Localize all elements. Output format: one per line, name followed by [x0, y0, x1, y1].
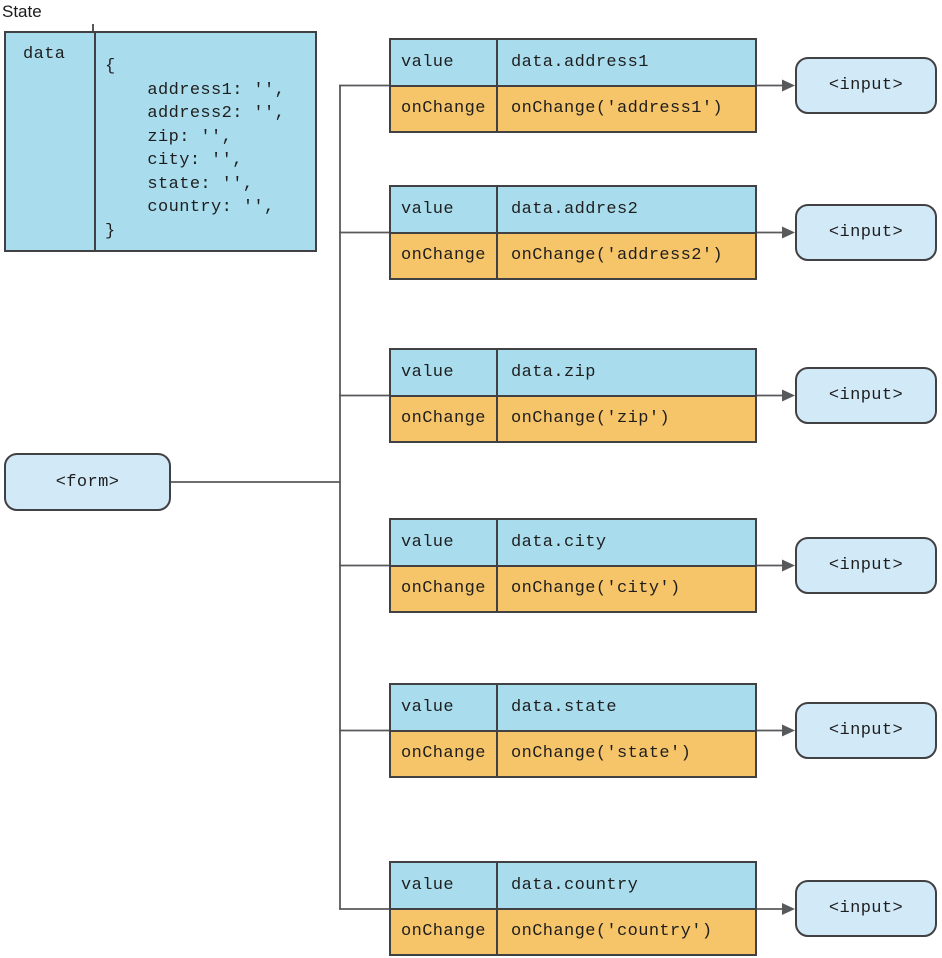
input-node: <input>	[795, 204, 937, 261]
prop-key-cell: value	[391, 520, 498, 565]
prop-value-cell: data.zip	[511, 362, 596, 382]
state-code-line: {	[105, 57, 116, 76]
prop-value-cell: onChange('city')	[511, 579, 681, 599]
prop-value-cell: onChange('zip')	[511, 409, 671, 429]
prop-row-value: value data.zip	[391, 350, 755, 397]
prop-row-value: value data.country	[391, 863, 755, 910]
prop-value-cell: data.country	[511, 875, 639, 895]
diagram-title: State	[2, 2, 42, 21]
prop-row-onchange: onChange onChange('zip')	[391, 396, 755, 441]
prop-key-cell: onChange	[391, 233, 498, 278]
state-code-line: address1: '',	[105, 80, 286, 100]
state-code-line: state: '',	[105, 174, 254, 194]
prop-table: value data.addres2 onChange onChange('ad…	[389, 185, 757, 280]
state-box: data { address1: '', address2: '', zip: …	[4, 31, 317, 252]
prop-key-cell: value	[391, 187, 498, 232]
arrow-icon	[782, 226, 795, 239]
state-box-divider-tick	[92, 24, 94, 32]
input-node: <input>	[795, 537, 937, 594]
prop-value-cell: onChange('country')	[511, 922, 713, 942]
prop-key-cell: onChange	[391, 396, 498, 441]
prop-table: value data.address1 onChange onChange('a…	[389, 38, 757, 133]
form-node: <form>	[4, 453, 171, 511]
state-code-line: city: '',	[105, 151, 243, 170]
prop-key-cell: onChange	[391, 909, 498, 954]
prop-row-value: value data.state	[391, 685, 755, 732]
prop-row-onchange: onChange onChange('address1')	[391, 86, 755, 131]
prop-value-cell: onChange('address2')	[511, 246, 724, 266]
prop-row-value: value data.addres2	[391, 187, 755, 234]
prop-value-cell: onChange('address1')	[511, 99, 724, 119]
prop-row-onchange: onChange onChange('address2')	[391, 233, 755, 278]
prop-table: value data.city onChange onChange('city'…	[389, 518, 757, 613]
input-node: <input>	[795, 880, 937, 937]
prop-key-cell: value	[391, 863, 498, 908]
prop-row-onchange: onChange onChange('country')	[391, 909, 755, 954]
arrow-icon	[782, 79, 795, 92]
prop-key-cell: value	[391, 685, 498, 730]
prop-row-onchange: onChange onChange('city')	[391, 566, 755, 611]
arrow-icon	[782, 903, 795, 915]
prop-value-cell: data.state	[511, 697, 618, 717]
prop-key-cell: onChange	[391, 731, 498, 776]
prop-key-cell: onChange	[391, 566, 498, 611]
prop-row-value: value data.city	[391, 520, 755, 567]
input-node: <input>	[795, 57, 937, 114]
state-code-line: }	[105, 221, 116, 241]
state-code-line: address2: '',	[105, 104, 286, 123]
prop-value-cell: data.addres2	[511, 199, 639, 219]
state-code-block: { address1: '', address2: '', zip: '', c…	[96, 33, 315, 250]
prop-value-cell: onChange('state')	[511, 744, 692, 764]
state-code-line: country: '',	[105, 198, 275, 217]
prop-key-cell: value	[391, 350, 498, 395]
prop-value-cell: data.address1	[511, 52, 649, 72]
prop-value-cell: data.city	[511, 532, 607, 552]
arrow-icon	[782, 559, 795, 572]
prop-row-value: value data.address1	[391, 40, 755, 87]
prop-table: value data.country onChange onChange('co…	[389, 861, 757, 956]
arrow-icon	[782, 724, 795, 737]
prop-key-cell: onChange	[391, 86, 498, 131]
prop-row-onchange: onChange onChange('state')	[391, 731, 755, 776]
arrow-icon	[782, 389, 795, 402]
prop-table: value data.state onChange onChange('stat…	[389, 683, 757, 778]
prop-table: value data.zip onChange onChange('zip')	[389, 348, 757, 443]
state-code-line: zip: '',	[105, 127, 233, 147]
state-data-label: data	[6, 33, 96, 250]
input-node: <input>	[795, 367, 937, 424]
input-node: <input>	[795, 702, 937, 759]
prop-key-cell: value	[391, 40, 498, 85]
